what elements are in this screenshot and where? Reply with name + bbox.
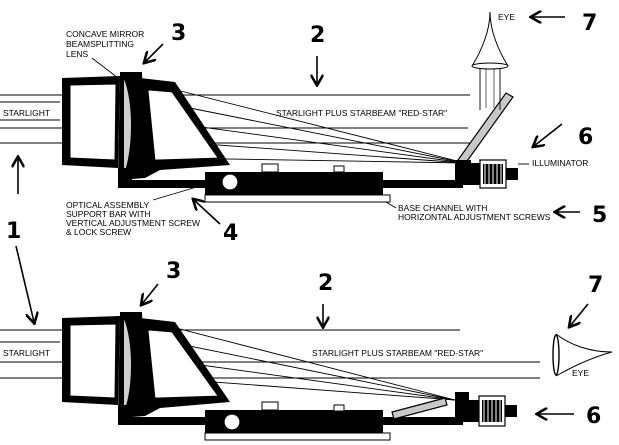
callout-3-top: 3 [171, 21, 186, 46]
label-base-channel-1: BASE CHANNEL WITH [398, 203, 487, 213]
label-starbeam-bottom: STARLIGHT PLUS STARBEAM "RED-STAR" [312, 348, 483, 358]
label-concave-mirror: CONCAVE MIRROR [66, 29, 144, 39]
label-eye-bottom: EYE [572, 368, 589, 378]
callout-7-bottom: 7 [588, 273, 603, 298]
label-optical-assembly-3: VERTICAL ADJUSTMENT SCREW [66, 218, 200, 228]
top-mirror-housing [62, 72, 230, 180]
label-starlight-top: STARLIGHT [3, 108, 50, 118]
top-converging-rays [144, 81, 466, 164]
callout-7-top: 7 [582, 11, 597, 36]
bottom-beamsplitter-plate [391, 392, 469, 422]
top-adjustment-knob [221, 173, 239, 191]
callout-5: 5 [592, 203, 607, 228]
callout-6-top: 6 [578, 125, 593, 150]
top-support-bar [118, 163, 463, 203]
bottom-eye-sightline [552, 333, 613, 377]
label-eye-top: EYE [498, 12, 515, 22]
label-optical-assembly-4: & LOCK SCREW [66, 227, 131, 237]
label-base-channel-2: HORIZONTAL ADJUSTMENT SCREWS [398, 212, 551, 222]
bottom-mirror-housing [62, 312, 230, 418]
callout-4: 4 [223, 221, 238, 246]
top-eye-sightline [471, 11, 509, 110]
label-starlight-bottom: STARLIGHT [3, 348, 50, 358]
label-optical-assembly-1: OPTICAL ASSEMBLY [66, 200, 149, 210]
label-starbeam-top: STARLIGHT PLUS STARBEAM "RED-STAR" [276, 108, 447, 118]
bottom-support-bar [118, 401, 463, 441]
callout-6-bottom: 6 [586, 404, 601, 429]
label-beamsplitting: BEAMSPLITTING [66, 39, 134, 49]
bottom-illuminator [469, 395, 517, 427]
bottom-adjustment-knob [223, 413, 241, 431]
label-lens: LENS [66, 49, 89, 59]
callout-2-top: 2 [310, 23, 325, 48]
label-illuminator: ILLUMINATOR [532, 158, 588, 168]
callout-1: 1 [6, 219, 21, 244]
callout-3-bottom: 3 [166, 259, 181, 284]
top-assembly: CONCAVE MIRROR BEAMSPLITTING LENS STARLI… [0, 11, 607, 322]
top-beamsplitter-plate [455, 92, 514, 185]
callout-2-bottom: 2 [318, 271, 333, 296]
top-illuminator [470, 159, 518, 189]
label-optical-assembly-2: SUPPORT BAR WITH [66, 209, 151, 219]
bottom-assembly: STARLIGHT STARLIGHT PLUS STARBEAM "RED-S… [0, 259, 613, 441]
